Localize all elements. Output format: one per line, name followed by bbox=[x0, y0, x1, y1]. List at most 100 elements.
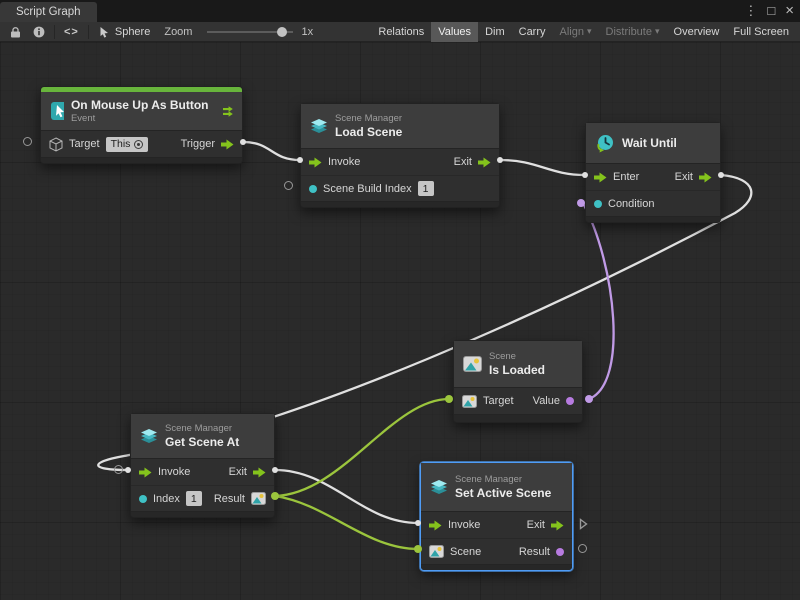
scene-manager-icon bbox=[141, 428, 157, 443]
scene-build-index-field[interactable]: 1 bbox=[417, 181, 434, 196]
scene-asset-icon bbox=[463, 356, 482, 372]
result-port-label: Result bbox=[518, 545, 550, 558]
zoom-slider[interactable] bbox=[207, 26, 294, 37]
value-port-icon[interactable] bbox=[309, 184, 317, 193]
node-get-scene-at[interactable]: Scene Manager Get Scene At Invoke Exit I… bbox=[130, 413, 275, 518]
self-port-icon[interactable] bbox=[23, 137, 32, 146]
value-port-icon[interactable] bbox=[139, 494, 147, 503]
coroutine-arrows-icon bbox=[222, 105, 233, 117]
wire-isloaded-to-condition[interactable] bbox=[582, 204, 615, 401]
node-title: On Mouse Up As Button bbox=[70, 98, 209, 113]
pointer-icon bbox=[100, 26, 108, 38]
flow-port-icon[interactable] bbox=[478, 157, 491, 168]
flow-port-icon[interactable] bbox=[139, 467, 152, 478]
node-load-scene[interactable]: Scene Manager Load Scene Invoke Exit Sce… bbox=[300, 103, 500, 208]
value-port-icon[interactable] bbox=[594, 199, 602, 208]
node-title: Get Scene At bbox=[165, 434, 240, 449]
scene-port-icon[interactable] bbox=[462, 394, 477, 408]
mouse-event-icon bbox=[51, 102, 64, 120]
node-footer bbox=[586, 216, 720, 222]
result-port-label: Result bbox=[213, 492, 245, 505]
values-button[interactable]: Values bbox=[431, 21, 479, 42]
align-button[interactable]: Align ▾ bbox=[559, 25, 592, 38]
graph-toolbar: <> Sphere Zoom 1x Relations Values Dim C… bbox=[0, 21, 800, 42]
relations-button[interactable]: Relations bbox=[378, 25, 425, 38]
wire-getscene-to-setactive-flow[interactable] bbox=[274, 468, 419, 525]
node-footer bbox=[454, 414, 582, 422]
flow-port-icon[interactable] bbox=[551, 520, 564, 531]
chevron-down-icon: ▾ bbox=[586, 26, 592, 36]
node-category: Scene Manager bbox=[335, 113, 403, 125]
input-port-icon[interactable] bbox=[114, 465, 123, 474]
index-field[interactable]: 1 bbox=[185, 491, 202, 506]
target-object-chip[interactable]: This bbox=[105, 136, 149, 152]
target-port-label: Target bbox=[69, 138, 100, 150]
flow-port-icon[interactable] bbox=[309, 157, 322, 168]
zoom-level: 1x bbox=[301, 25, 314, 38]
invoke-port-label: Invoke bbox=[448, 519, 481, 531]
value-port-label: Value bbox=[532, 395, 560, 407]
target-port-label: Target bbox=[483, 395, 514, 407]
toolbar-separator bbox=[54, 24, 55, 39]
exit-port-label: Exit bbox=[526, 519, 545, 531]
exit-port-label: Exit bbox=[674, 171, 693, 183]
wire-result-to-isloaded[interactable] bbox=[274, 397, 450, 498]
index-port-label: Index bbox=[153, 492, 180, 505]
distribute-button[interactable]: Distribute ▾ bbox=[605, 25, 660, 38]
node-title: Load Scene bbox=[335, 124, 403, 139]
scene-port-icon[interactable] bbox=[251, 492, 266, 505]
node-wait-until[interactable]: Wait Until Enter Exit Condition bbox=[585, 122, 721, 223]
node-category: Scene bbox=[489, 351, 516, 363]
invoke-port-label: Invoke bbox=[158, 466, 191, 478]
exit-port-outer-icon[interactable] bbox=[579, 517, 588, 535]
flow-port-icon[interactable] bbox=[429, 520, 442, 531]
trigger-port-label: Trigger bbox=[180, 138, 215, 150]
wire-trigger-to-loadscene[interactable] bbox=[242, 140, 301, 162]
input-port-icon[interactable] bbox=[284, 181, 293, 190]
code-icon[interactable]: <> bbox=[64, 25, 79, 38]
exit-port-label: Exit bbox=[453, 156, 472, 168]
chevron-down-icon: ▾ bbox=[654, 26, 660, 36]
scene-port-label: Scene bbox=[450, 545, 482, 558]
gameobject-cube-icon bbox=[49, 136, 63, 152]
flow-port-icon[interactable] bbox=[253, 467, 266, 478]
value-port-icon[interactable] bbox=[566, 397, 574, 405]
kebab-menu-icon[interactable]: ⋮ bbox=[744, 3, 758, 18]
graph-canvas[interactable]: On Mouse Up As Button Event Target This bbox=[0, 42, 800, 600]
dim-button[interactable]: Dim bbox=[485, 25, 505, 38]
scene-build-index-label: Scene Build Index bbox=[323, 182, 412, 195]
graph-owner-button[interactable]: Sphere bbox=[92, 22, 157, 42]
node-footer bbox=[131, 511, 274, 517]
flow-port-icon[interactable] bbox=[594, 172, 607, 183]
fullscreen-button[interactable]: Full Screen bbox=[733, 25, 789, 38]
tab-script-graph[interactable]: Script Graph bbox=[0, 2, 97, 22]
wire-loadscene-to-waituntil[interactable] bbox=[499, 158, 586, 177]
node-footer bbox=[421, 564, 572, 570]
flow-port-icon[interactable] bbox=[699, 172, 712, 183]
flow-port-icon[interactable] bbox=[221, 139, 234, 150]
node-set-active-scene[interactable]: Scene Manager Set Active Scene Invoke Ex… bbox=[420, 462, 573, 571]
result-port-outer-icon[interactable] bbox=[578, 544, 587, 553]
tab-label: Script Graph bbox=[16, 6, 81, 18]
toolbar-separator bbox=[87, 24, 89, 39]
node-category: Scene Manager bbox=[455, 474, 523, 486]
lock-icon[interactable] bbox=[4, 22, 27, 41]
condition-port-label: Condition bbox=[608, 197, 655, 210]
wire-waituntil-to-getscene[interactable] bbox=[97, 173, 753, 472]
exit-port-label: Exit bbox=[228, 466, 247, 478]
node-title: Is Loaded bbox=[489, 362, 546, 377]
zoom-slider-handle[interactable] bbox=[277, 26, 288, 37]
node-on-mouse-up-as-button[interactable]: On Mouse Up As Button Event Target This bbox=[40, 86, 243, 164]
overview-button[interactable]: Overview bbox=[673, 25, 720, 38]
node-is-loaded[interactable]: Scene Is Loaded Target Value bbox=[453, 340, 583, 423]
object-picker-icon[interactable] bbox=[134, 139, 144, 149]
close-icon[interactable]: × bbox=[785, 2, 794, 19]
scene-port-icon[interactable] bbox=[429, 545, 444, 558]
value-port-icon[interactable] bbox=[556, 547, 564, 556]
info-icon[interactable] bbox=[27, 22, 51, 41]
node-title: Set Active Scene bbox=[455, 485, 552, 500]
wire-result-to-setactive-scene[interactable] bbox=[274, 494, 419, 551]
maximize-icon[interactable]: □ bbox=[767, 3, 776, 18]
node-subtitle: Event bbox=[70, 112, 96, 124]
carry-button[interactable]: Carry bbox=[518, 25, 546, 38]
